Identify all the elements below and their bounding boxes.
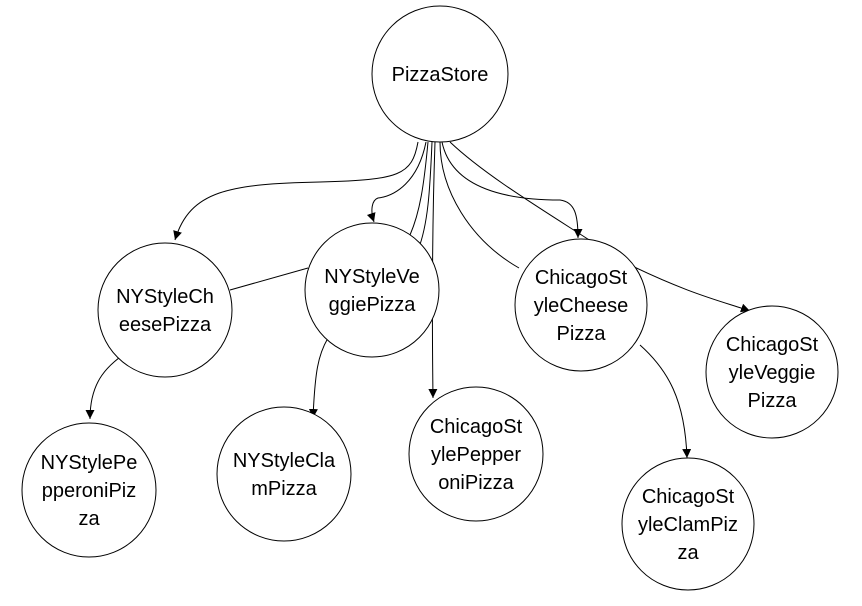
node-label-line: yleVeggie [729, 362, 816, 384]
node-circle [21, 422, 157, 558]
node-label-line: eesePizza [119, 314, 212, 336]
node-circle [304, 222, 440, 358]
node-label-line: ChicagoSt [726, 334, 819, 356]
node-label-line: ChicagoSt [535, 267, 628, 289]
node-label-line: mPizza [251, 478, 317, 500]
node-ny-cheese: NYStyleCh eesePizza [97, 242, 233, 378]
node-label-line: NYStyleCla [233, 450, 336, 472]
node-label-line: ChicagoSt [430, 416, 523, 438]
node-circle [514, 238, 648, 372]
edge-pizzastore-chicago-cheese-line [439, 141, 520, 269]
node-label-line: PizzaStore [392, 64, 489, 86]
node-label-line: yleCheese [534, 295, 629, 317]
node-label-line: Pizza [748, 390, 798, 412]
node-circle [621, 457, 755, 591]
edge-pizzastore-ny-veggie-line-2 [417, 141, 433, 251]
node-ny-pepperoni: NYStylePe pperoniPiz za [21, 422, 157, 558]
node-label-line: NYStylePe [41, 452, 138, 474]
edge-pizzastore-ny-veggie-line-1 [409, 141, 429, 236]
node-circle [216, 406, 352, 542]
edge-pizzastore-to-ny-cheese [173, 141, 419, 241]
edge-pizzastore-to-chicago-cheese [441, 141, 583, 239]
node-label-line: NYStyleVe [324, 266, 420, 288]
node-circle [408, 386, 544, 522]
node-label-line: ylePepper [431, 444, 521, 466]
edge-chicago-cheese-to-chicago-clam [639, 344, 692, 459]
edge-ny-cheese-ny-veggie-line [229, 267, 309, 291]
node-label-line: ggiePizza [329, 294, 417, 316]
node-circle [705, 305, 839, 439]
node-label-line: pperoniPiz [42, 480, 137, 502]
node-label-line: za [677, 542, 699, 564]
node-chicago-clam: ChicagoSt yleClamPiz za [621, 457, 755, 591]
node-pizzastore: PizzaStore [371, 5, 509, 143]
node-label-line: NYStyleCh [116, 286, 214, 308]
node-circle [97, 242, 233, 378]
node-chicago-pepperoni: ChicagoSt ylePepper oniPizza [408, 386, 544, 522]
node-label-line: Pizza [557, 323, 607, 345]
edge-ny-veggie-to-ny-clam [308, 337, 329, 419]
node-circle [371, 5, 509, 143]
node-label-line: yleClamPiz [638, 514, 738, 536]
node-label-line: oniPizza [438, 472, 514, 494]
node-ny-clam: NYStyleCla mPizza [216, 406, 352, 542]
edge-pizzastore-to-ny-veggie [366, 141, 427, 223]
node-label-line: ChicagoSt [642, 486, 735, 508]
node-ny-veggie: NYStyleVe ggiePizza [304, 222, 440, 358]
node-label-line: za [78, 508, 100, 530]
